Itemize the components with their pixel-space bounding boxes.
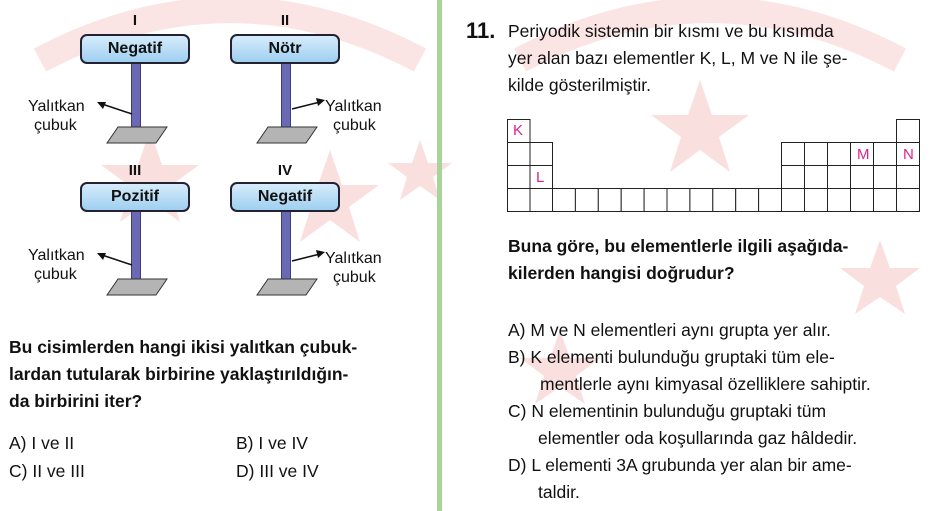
left-question: Bu cisimlerden hangi ikisi yalıtkan çubu… [9, 337, 358, 411]
left-option-b[interactable]: B) I ve IV [236, 433, 308, 453]
rod-iv [281, 212, 291, 290]
arrow-icon [97, 102, 133, 115]
column-divider [437, 0, 442, 511]
element-n: N [903, 146, 914, 163]
right-intro: Periyodik sistemin bir kısmı ve bu kısım… [508, 21, 848, 95]
right-option-b[interactable]: B) K elementi bulunduğu gruptaki tüm ele… [508, 347, 871, 394]
rod-iii [131, 212, 141, 290]
arrow-icon [291, 250, 325, 262]
right-option-d[interactable]: D) L elementi 3A grubunda yer alan bir a… [508, 455, 852, 502]
base-plate-ii [256, 126, 318, 144]
left-option-a[interactable]: A) I ve II [9, 433, 75, 453]
charge-box-iv: Negatif [230, 182, 340, 212]
charge-box-i: Negatif [80, 34, 190, 64]
base-plate-i [106, 126, 168, 144]
base-plate-iv [256, 278, 318, 296]
roman-ii: II [280, 12, 290, 29]
charge-box-iii: Pozitif [80, 182, 190, 212]
arrow-icon [97, 253, 133, 266]
arrow-icon [291, 98, 325, 110]
roman-iii: III [128, 162, 142, 179]
question-number: 11. [466, 18, 496, 43]
periodic-table [507, 119, 920, 212]
left-option-d[interactable]: D) III ve IV [236, 461, 319, 481]
rod-i [131, 62, 141, 138]
charge-box-ii: Nötr [230, 34, 340, 64]
element-l: L [536, 169, 545, 186]
right-option-a[interactable]: A) M ve N elementleri aynı grupta yer al… [508, 320, 831, 340]
roman-i: I [132, 12, 138, 29]
element-m: M [857, 146, 870, 163]
right-question: Buna göre, bu elementlerle ilgili aşağıd… [508, 236, 849, 283]
right-option-c[interactable]: C) N elementinin bulunduğu gruptaki tüm … [508, 401, 858, 448]
roman-iv: IV [277, 162, 293, 179]
left-option-c[interactable]: C) II ve III [9, 461, 85, 481]
element-k: K [513, 122, 524, 139]
rod-ii [281, 62, 291, 138]
base-plate-iii [106, 278, 168, 296]
